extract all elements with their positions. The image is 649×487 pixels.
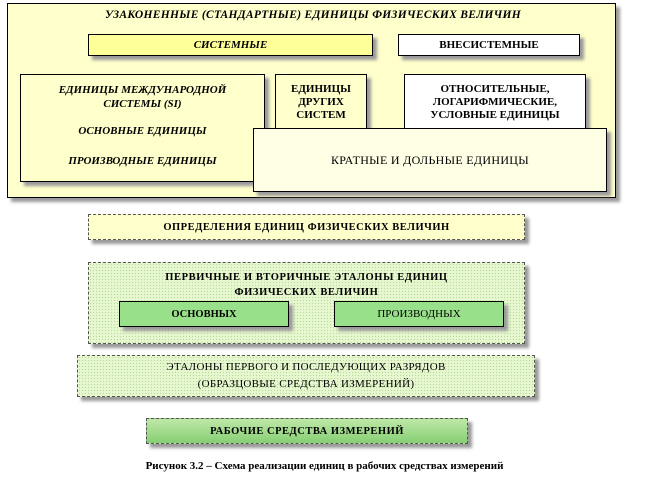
etalons-title: ПЕРВИЧНЫЕ И ВТОРИЧНЫЕ ЭТАЛОНЫ ЕДИНИЦ ФИЗ…: [89, 270, 524, 300]
si-title-line1: ЕДИНИЦЫ МЕЖДУНАРОДНОЙ: [58, 84, 227, 96]
etalons-title-line1: ПЕРВИЧНЫЕ И ВТОРИЧНЫЕ ЭТАЛОНЫ ЕДИНИЦ: [165, 272, 448, 283]
other-systems-box: ЕДИНИЦЫ ДРУГИХ СИСТЕМ: [275, 74, 367, 130]
si-units-box: ЕДИНИЦЫ МЕЖДУНАРОДНОЙ СИСТЕМЫ (SI) ОСНОВ…: [20, 74, 265, 182]
unit-definitions-box: ОПРЕДЕЛЕНИЯ ЕДИНИЦ ФИЗИЧЕСКИХ ВЕЛИЧИН: [88, 214, 525, 240]
nonsystemic-units-box: ВНЕСИСТЕМНЫЕ: [398, 34, 580, 56]
other-systems-line1: ЕДИНИЦЫ: [291, 82, 351, 95]
derived-etalons-box: ПРОИЗВОДНЫХ: [334, 301, 504, 327]
primary-secondary-etalons-box: ПЕРВИЧНЫЕ И ВТОРИЧНЫЕ ЭТАЛОНЫ ЕДИНИЦ ФИЗ…: [88, 262, 525, 344]
relative-line1: ОТНОСИТЕЛЬНЫЕ,: [440, 82, 550, 95]
ranks-line1: ЭТАЛОНЫ ПЕРВОГО И ПОСЛЕДУЮЩИХ РАЗРЯДОВ: [166, 361, 446, 373]
other-systems-line3: СИСТЕМ: [296, 108, 346, 121]
legal-units-title: УЗАКОНЕННЫЕ (СТАНДАРТНЫЕ) ЕДИНИЦЫ ФИЗИЧЕ…: [104, 9, 522, 21]
si-units-title: ЕДИНИЦЫ МЕЖДУНАРОДНОЙ СИСТЕМЫ (SI): [21, 83, 264, 111]
relative-units-box: ОТНОСИТЕЛЬНЫЕ, ЛОГАРИФМИЧЕСКИЕ, УСЛОВНЫЕ…: [404, 74, 586, 130]
basic-etalons-box: ОСНОВНЫХ: [119, 301, 289, 327]
si-derived-units: ПРОИЗВОДНЫЕ ЕДИНИЦЫ: [68, 155, 217, 167]
legal-units-block: УЗАКОНЕННЫЕ (СТАНДАРТНЫЕ) ЕДИНИЦЫ ФИЗИЧЕ…: [7, 3, 616, 198]
relative-line3: УСЛОВНЫЕ ЕДИНИЦЫ: [430, 108, 560, 121]
other-systems-line2: ДРУГИХ: [298, 95, 344, 108]
multiple-units-box: КРАТНЫЕ И ДОЛЬНЫЕ ЕДИНИЦЫ: [253, 128, 607, 192]
relative-line2: ЛОГАРИФМИЧЕСКИЕ,: [432, 95, 558, 108]
systemic-units-box: СИСТЕМНЫЕ: [88, 34, 373, 56]
etalons-title-line2: ФИЗИЧЕСКИХ ВЕЛИЧИН: [234, 287, 379, 298]
figure-caption: Рисунок 3.2 – Схема реализации единиц в …: [145, 460, 504, 472]
rank-etalons-box: ЭТАЛОНЫ ПЕРВОГО И ПОСЛЕДУЮЩИХ РАЗРЯДОВ (…: [77, 355, 535, 397]
si-basic-units: ОСНОВНЫЕ ЕДИНИЦЫ: [78, 125, 207, 137]
working-instruments-box: РАБОЧИЕ СРЕДСТВА ИЗМЕРЕНИЙ: [146, 418, 468, 444]
ranks-line2: (ОБРАЗЦОВЫЕ СРЕДСТВА ИЗМЕРЕНИЙ): [197, 378, 415, 390]
si-title-line2: СИСТЕМЫ (SI): [103, 98, 182, 110]
